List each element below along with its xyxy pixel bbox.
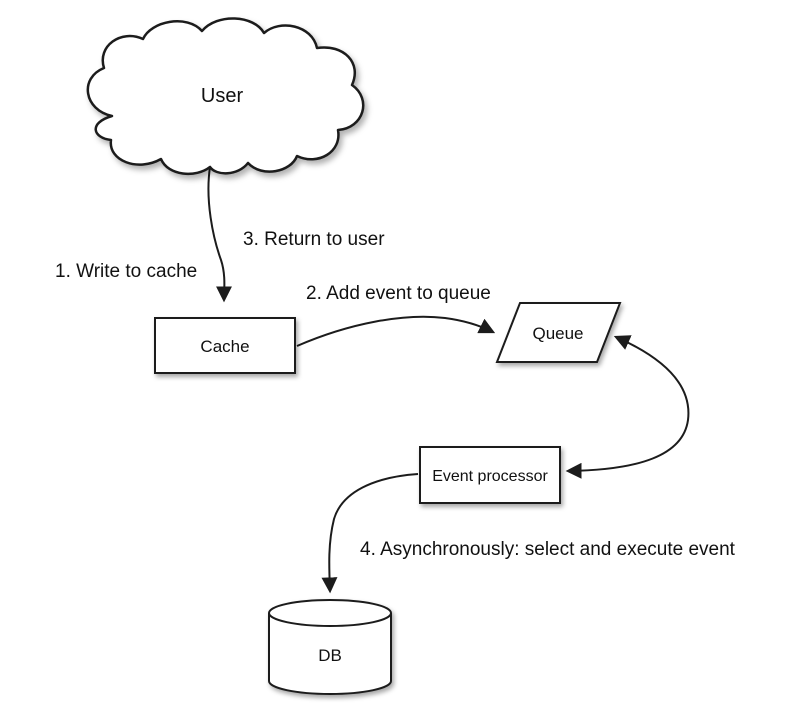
event-processor-node-shape <box>419 446 561 504</box>
cache-node-shape <box>154 317 296 374</box>
step1-label: 1. Write to cache <box>55 261 197 282</box>
queue-node-label: Queue <box>532 324 583 343</box>
queue-node-shape <box>495 302 622 363</box>
db-node-label: DB <box>318 646 342 665</box>
edge-event-processor-to-db-arrow <box>321 473 419 594</box>
edge-queue-event-processor-arrow <box>565 335 690 479</box>
event-processor-node-label: Event processor <box>432 468 548 485</box>
step2-label: 2. Add event to queue <box>306 283 491 304</box>
edge-cache-to-queue-arrow <box>296 315 496 347</box>
cache-node-label: Cache <box>200 337 249 356</box>
db-cylinder-top <box>268 599 392 627</box>
db-cylinder-body <box>268 613 392 695</box>
db-node-shape <box>268 599 392 695</box>
step4-label: 4. Asynchronously: select and execute ev… <box>360 539 736 560</box>
step3-label: 3. Return to user <box>243 229 385 250</box>
edge-user-to-cache-arrow <box>207 166 233 303</box>
user-node-label: User <box>201 85 244 107</box>
user-cloud-shape <box>86 17 365 176</box>
